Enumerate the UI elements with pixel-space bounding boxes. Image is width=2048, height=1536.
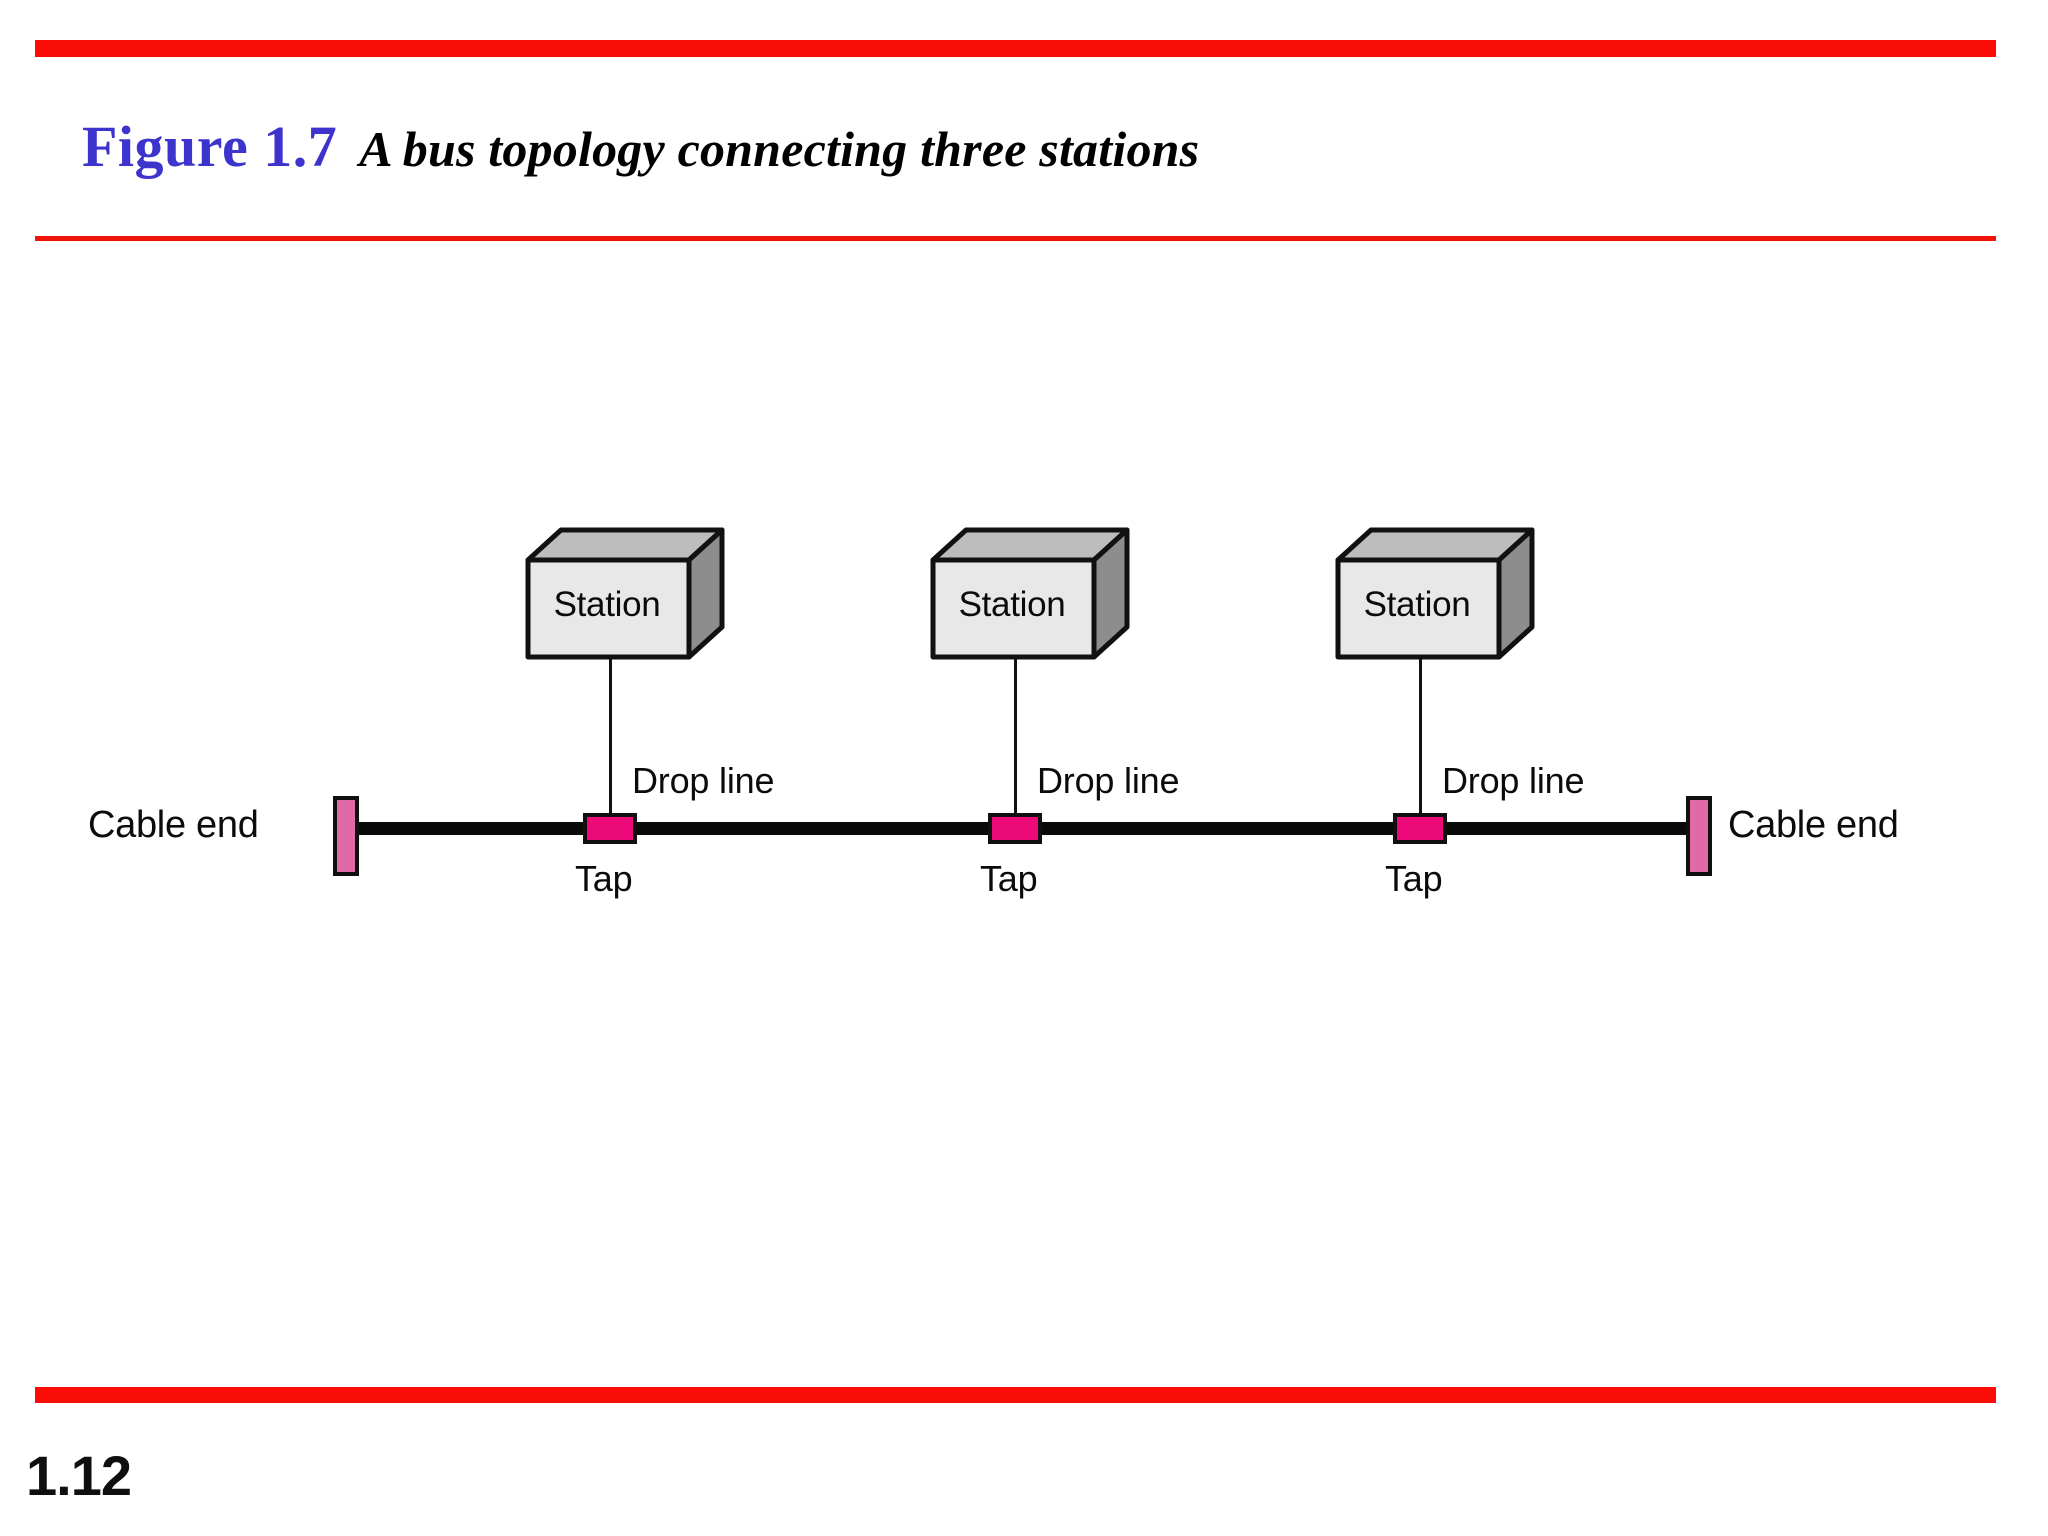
cable-end-left: [333, 796, 359, 876]
drop-line-label-3: Drop line: [1442, 760, 1585, 801]
tap-2[interactable]: [988, 812, 1042, 844]
tap-3[interactable]: [1393, 812, 1447, 844]
top-red-rule: [35, 40, 1996, 57]
tap-label-2: Tap: [980, 858, 1038, 899]
station-node-1[interactable]: Station: [525, 527, 725, 662]
station-cube-icon: [525, 527, 725, 660]
figure-number-label: Figure 1.7: [82, 114, 338, 179]
figure-caption-text: A bus topology connecting three stations: [359, 121, 1200, 177]
cable-end-left-label: Cable end: [88, 804, 259, 846]
drop-line-label-1: Drop line: [632, 760, 775, 801]
tap-1[interactable]: [583, 812, 637, 844]
tap-label-3: Tap: [1385, 858, 1443, 899]
drop-line-1: [608, 657, 612, 813]
title-divider-rule: [35, 236, 1996, 241]
bottom-red-rule: [35, 1387, 1996, 1403]
drop-line-2: [1013, 657, 1017, 813]
cable-end-right: [1686, 796, 1712, 876]
drop-line-label-2: Drop line: [1037, 760, 1180, 801]
drop-line-3: [1418, 657, 1422, 813]
station-cube-icon: [1335, 527, 1535, 660]
station-cube-icon: [930, 527, 1130, 660]
tap-label-1: Tap: [575, 858, 633, 899]
station-node-3[interactable]: Station: [1335, 527, 1535, 662]
page-number: 1.12: [26, 1444, 132, 1507]
cable-end-right-label: Cable end: [1728, 804, 1899, 846]
station-node-2[interactable]: Station: [930, 527, 1130, 662]
